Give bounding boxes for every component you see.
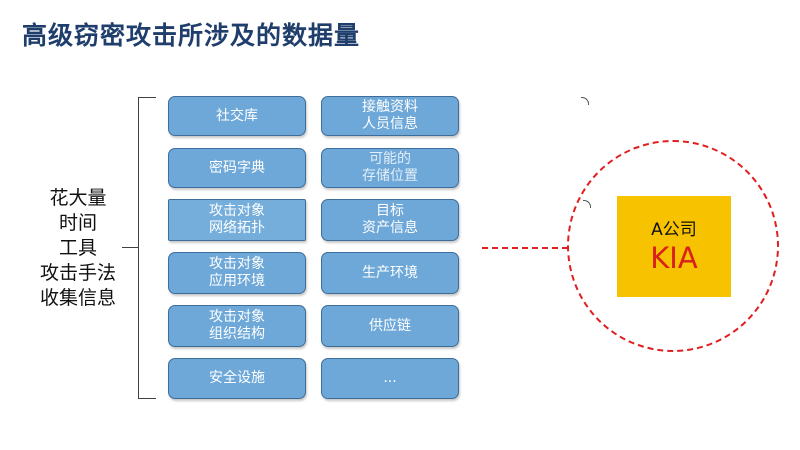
box-password-dictionary: 密码字典 [168, 148, 306, 188]
target-company: A公司 KIA [617, 196, 731, 297]
bracket-connector [122, 247, 138, 248]
box-supply-chain: 供应链 [321, 305, 459, 347]
dashed-connector [482, 247, 568, 249]
box-organization-structure: 攻击对象 组织结构 [168, 305, 306, 347]
summary-line: 收集信息 [39, 287, 116, 309]
box-security-facilities: 安全设施 [168, 358, 306, 399]
box-application-environment: 攻击对象 应用环境 [168, 252, 306, 294]
grouping-bracket [138, 97, 156, 399]
summary-line: 工具 [58, 237, 97, 259]
box-production-environment: 生产环境 [321, 252, 459, 294]
corner-mark [583, 200, 591, 208]
box-contact-personnel: 接触资料 人员信息 [321, 96, 459, 136]
page-title: 高级窃密攻击所涉及的数据量 [22, 21, 361, 50]
box-storage-location: 可能的 存储位置 [321, 148, 459, 188]
target-circle [567, 140, 779, 352]
summary-label: 花大量 时间 工具 攻击手法 收集信息 [22, 186, 134, 311]
box-target-assets: 目标 资产信息 [321, 199, 459, 241]
summary-line: 攻击手法 [39, 262, 116, 284]
box-social-db: 社交库 [168, 96, 306, 136]
box-network-topology: 攻击对象 网络拓扑 [168, 199, 306, 241]
corner-mark [581, 97, 589, 105]
company-code: KIA [650, 240, 698, 275]
company-name: A公司 [651, 219, 697, 240]
summary-line: 时间 [58, 212, 97, 234]
box-more: ... [321, 358, 459, 399]
summary-line: 花大量 [49, 187, 107, 209]
